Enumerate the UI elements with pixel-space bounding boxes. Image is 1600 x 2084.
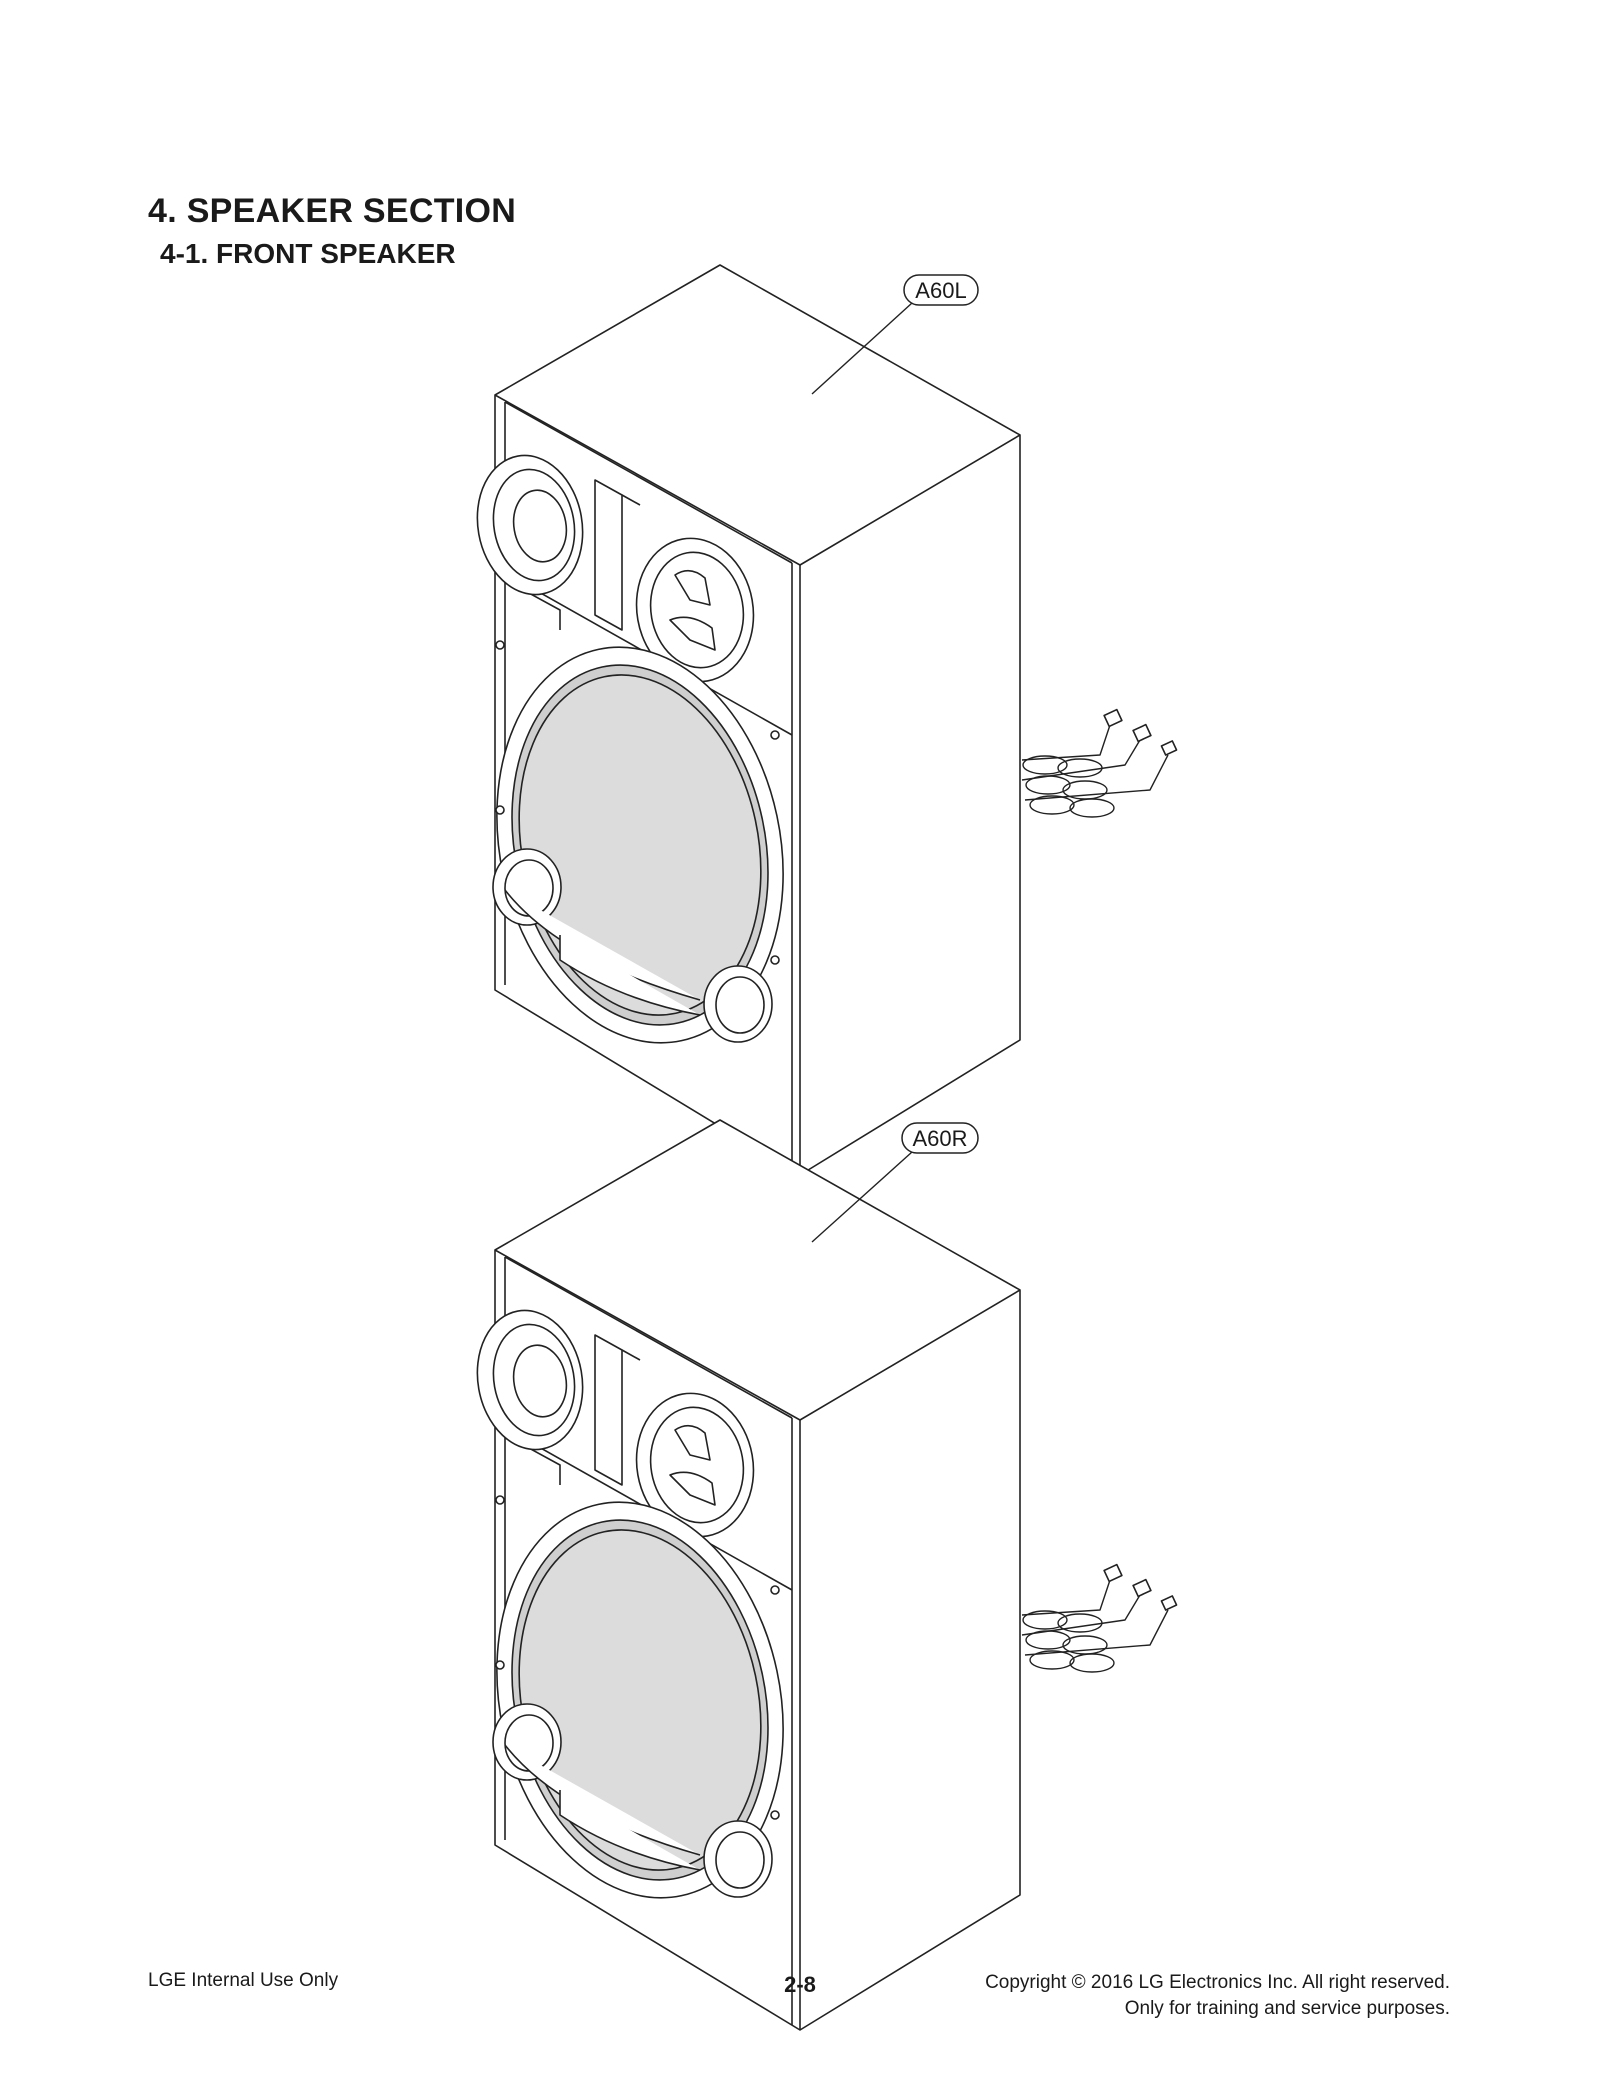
callout-label-left: A60L [915, 278, 966, 303]
notice-line: Only for training and service purposes. [1124, 1998, 1450, 2019]
speaker-left-drawing: A60L [460, 264, 1178, 1176]
copyright-line: Copyright © 2016 LG Electronics Inc. All… [985, 1972, 1450, 1993]
callout-label-right: A60R [912, 1126, 967, 1151]
subsection-title: 4-1. FRONT SPEAKER [160, 238, 456, 269]
page-number: 2-8 [784, 1972, 816, 1997]
callout-leader-right [811, 1151, 913, 1243]
section-title: 4. SPEAKER SECTION [148, 192, 517, 230]
footer-copyright: Copyright © 2016 LG Electronics Inc. All… [985, 1970, 1450, 2022]
speaker-right-drawing: A60R [460, 1119, 1178, 2031]
callout-badge-right [901, 1122, 979, 1154]
footer-internal-use: LGE Internal Use Only [148, 1970, 339, 1991]
callout-badge-left [903, 274, 979, 306]
callout-leader-left [811, 302, 913, 395]
